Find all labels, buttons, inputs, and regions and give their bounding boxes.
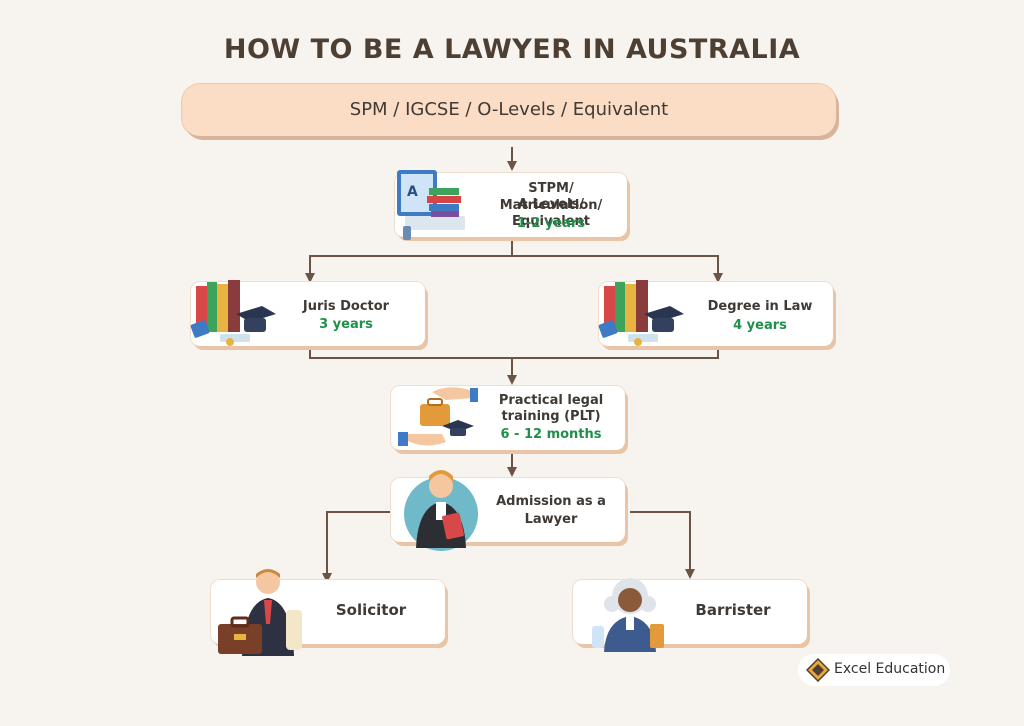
excel-education-logo-icon (806, 658, 830, 682)
arrow-admission-to-solicitor (322, 511, 392, 583)
line-merge-to-plt (309, 348, 719, 359)
admission-line1: Admission as a (496, 494, 606, 509)
solicitor-icon (218, 569, 302, 656)
law-books-icon (190, 280, 276, 346)
svg-text:A: A (407, 184, 418, 200)
books-laptop-icon: A (397, 170, 465, 240)
pre-university-line1: STPM/ Matriculation/ (499, 181, 603, 213)
entry-qualification-box: SPM / IGCSE / O-Levels / Equivalent (182, 84, 836, 136)
degree-in-law-duration: 4 years (733, 318, 787, 333)
juris-doctor-duration: 3 years (319, 317, 373, 332)
arrow-admission-to-barrister (630, 511, 695, 579)
solicitor-label: Solicitor (335, 601, 407, 619)
excel-education-logo[interactable]: Excel Education (798, 654, 950, 686)
lawyer-gown-icon (404, 470, 478, 551)
arrow-stpm-to-degree (512, 255, 723, 283)
plt-duration: 6 - 12 months (500, 427, 602, 442)
handshake-briefcase-icon (398, 387, 478, 446)
arrow-stpm-split (305, 240, 513, 283)
logo-text: Excel Education (834, 661, 946, 677)
barrister-icon (592, 578, 664, 652)
plt-line2: training (PLT) (501, 409, 601, 424)
admission-line2: Lawyer (524, 512, 578, 527)
pre-university-line2: A Levels/ Equivalent (512, 197, 590, 229)
law-books-icon (598, 280, 684, 346)
entry-qualification-label: SPM / IGCSE / O-Levels / Equivalent (349, 99, 669, 120)
juris-doctor-label: Juris Doctor (302, 299, 390, 314)
plt-line1: Practical legal (498, 393, 604, 408)
barrister-label: Barrister (695, 601, 771, 619)
solicitor-box: Solicitor (211, 580, 445, 644)
degree-in-law-label: Degree in Law (707, 299, 813, 314)
pre-university-duration: 1-2 years (516, 216, 586, 231)
page-title: HOW TO BE A LAWYER IN AUSTRALIA (223, 34, 801, 65)
